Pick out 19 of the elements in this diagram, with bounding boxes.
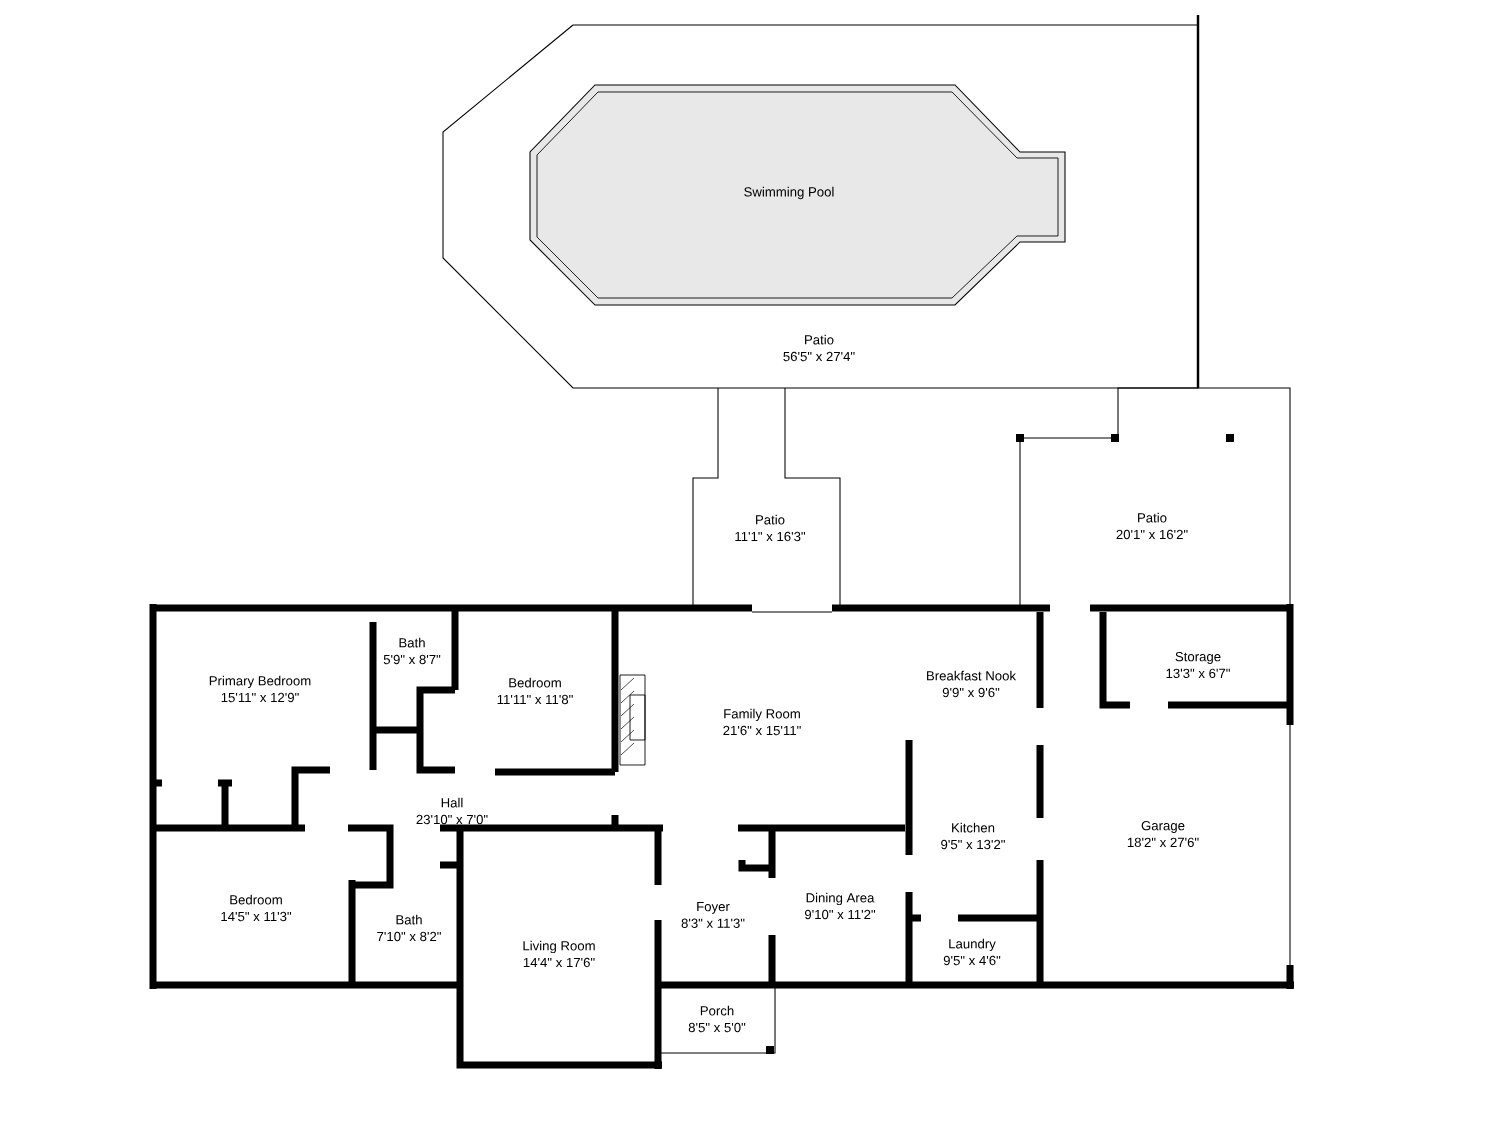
- room-label: Bedroom 11'11" x 11'8": [497, 677, 573, 705]
- room-label: Garage 18'2" x 27'6": [1127, 821, 1199, 847]
- room-label: Storage 13'3" x 6'7": [1166, 652, 1230, 678]
- room-label: Patio 20'1" x 16'2": [1116, 512, 1188, 540]
- room-label: Patio 11'1" x 16'3": [735, 514, 806, 542]
- room-label: Bedroom 14'5" x 11'3": [221, 894, 292, 922]
- room-label: Family Room 21'6" x 15'11": [723, 708, 801, 736]
- room-label: Bath 5'9" x 8'7": [383, 637, 441, 665]
- room-label: Living Room 14'4" x 17'6": [523, 940, 595, 968]
- room-label: Bath 7'10" x 8'2": [377, 914, 441, 942]
- room-label: Kitchen 9'5" x 13'2": [941, 822, 1005, 850]
- room-label: Primary Bedroom 15'11" x 12'9": [209, 675, 311, 703]
- room-label: Porch 8'5" x 5'0": [688, 1005, 746, 1033]
- room-label: Dining Area 9'10" x 11'2": [804, 892, 876, 920]
- swimming-pool: Swimming Pool: [529, 84, 1066, 306]
- room-label: Breakfast Nook 9'9" x 9'6": [927, 670, 1017, 698]
- room-label: Hall 23'10" x 7'0": [416, 797, 488, 825]
- room-label: Foyer 8'3" x 11'3": [681, 902, 745, 928]
- room-label: Laundry 9'5" x 4'6": [943, 938, 1001, 966]
